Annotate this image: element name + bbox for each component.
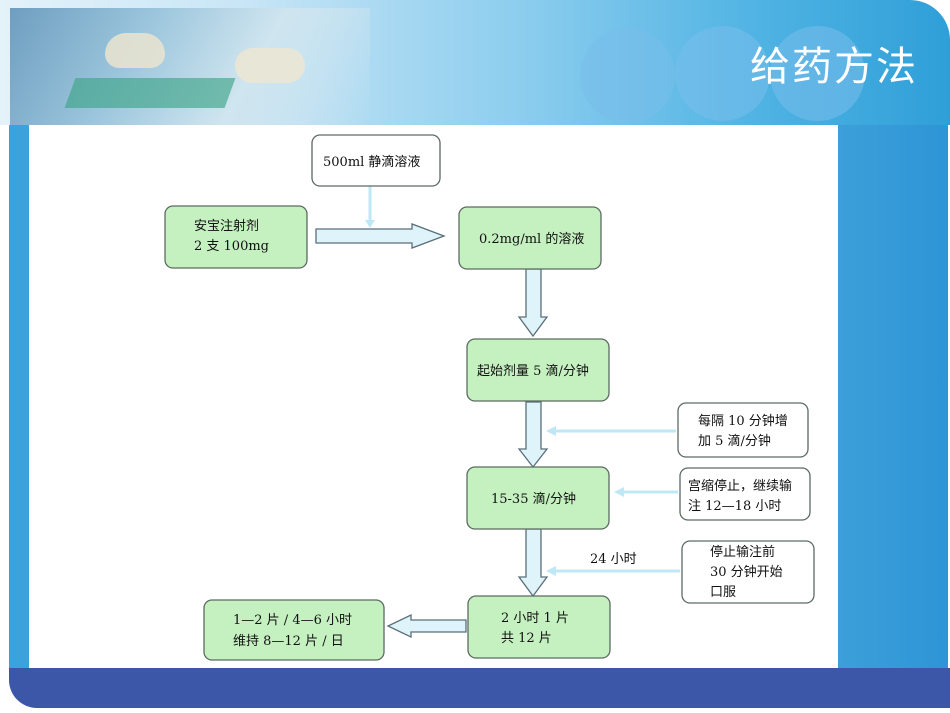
header-banner: 给药方法 xyxy=(0,0,950,125)
arrow-oral-to-maintain xyxy=(386,613,467,639)
label-24-hours: 24 小时 xyxy=(590,552,637,567)
node-continue-line-1: 宫缩停止，继续输 xyxy=(688,478,792,494)
node-oral-maintain-line-1: 1—2 片 / 4—6 小时 xyxy=(233,613,352,628)
node-rate-line-1: 15-35 滴/分钟 xyxy=(491,491,576,507)
node-rate-box xyxy=(466,466,610,530)
node-start-dose-box xyxy=(466,338,610,402)
node-oral-dose-line-2: 共 12 片 xyxy=(501,631,552,646)
footer-bar xyxy=(9,668,950,708)
node-oral-dose-box xyxy=(467,595,611,659)
node-continue-line-2: 注 12—18 小时 xyxy=(688,499,781,514)
left-accent-bar xyxy=(9,125,29,673)
node-increase-line-2: 加 5 滴/分钟 xyxy=(698,433,771,449)
node-oral-start-line-3: 口服 xyxy=(710,585,736,600)
decor-circle-3 xyxy=(770,26,865,121)
arrow-solution-to-start xyxy=(517,268,549,338)
node-drug-line-1: 安宝注射剂 xyxy=(194,218,259,234)
node-drug-line-2: 2 支 100mg xyxy=(194,239,269,254)
glove-hand-right xyxy=(235,48,305,83)
node-drug-box xyxy=(164,205,308,269)
right-accent-bar xyxy=(838,125,948,673)
node-dilution-line-1: 500ml 静滴溶液 xyxy=(323,154,420,170)
node-oral-start-box xyxy=(681,540,815,604)
node-solution-box xyxy=(458,206,602,270)
glove-hand-left xyxy=(105,33,165,68)
arrow-rate-to-oral xyxy=(517,528,549,598)
node-start-dose-line-1: 起始剂量 5 滴/分钟 xyxy=(477,363,589,379)
connector-dilution-head xyxy=(365,220,375,228)
node-oral-start-line-1: 停止输注前 xyxy=(710,544,775,560)
node-increase-box xyxy=(677,402,809,458)
node-oral-maintain-line-2: 维持 8—12 片 / 日 xyxy=(233,634,344,649)
node-oral-maintain-box xyxy=(203,599,385,661)
node-continue-box xyxy=(679,467,811,521)
node-dilution-box xyxy=(311,134,441,187)
nodes xyxy=(164,134,815,661)
decor-circle-1 xyxy=(580,28,675,123)
decor-circle-2 xyxy=(675,26,770,121)
node-labels: 500ml 静滴溶液 安宝注射剂 2 支 100mg 0.2mg/ml 的溶液 … xyxy=(194,154,792,649)
connector-oral-start-head xyxy=(546,566,556,576)
node-increase-line-1: 每隔 10 分钟增 xyxy=(698,413,788,429)
connector-increase-head xyxy=(546,426,556,436)
connector-continue-head xyxy=(614,487,624,497)
arrows xyxy=(315,223,549,639)
surgery-photo xyxy=(10,8,370,125)
connectors xyxy=(365,186,680,576)
node-oral-start-line-2: 30 分钟开始 xyxy=(710,564,783,580)
arrow-start-to-rate xyxy=(517,401,549,469)
node-oral-dose-line-1: 2 小时 1 片 xyxy=(501,611,569,626)
slide-title: 给药方法 xyxy=(750,44,918,90)
node-solution-line-1: 0.2mg/ml 的溶液 xyxy=(479,231,584,247)
arrow-drug-to-solution xyxy=(315,223,446,249)
